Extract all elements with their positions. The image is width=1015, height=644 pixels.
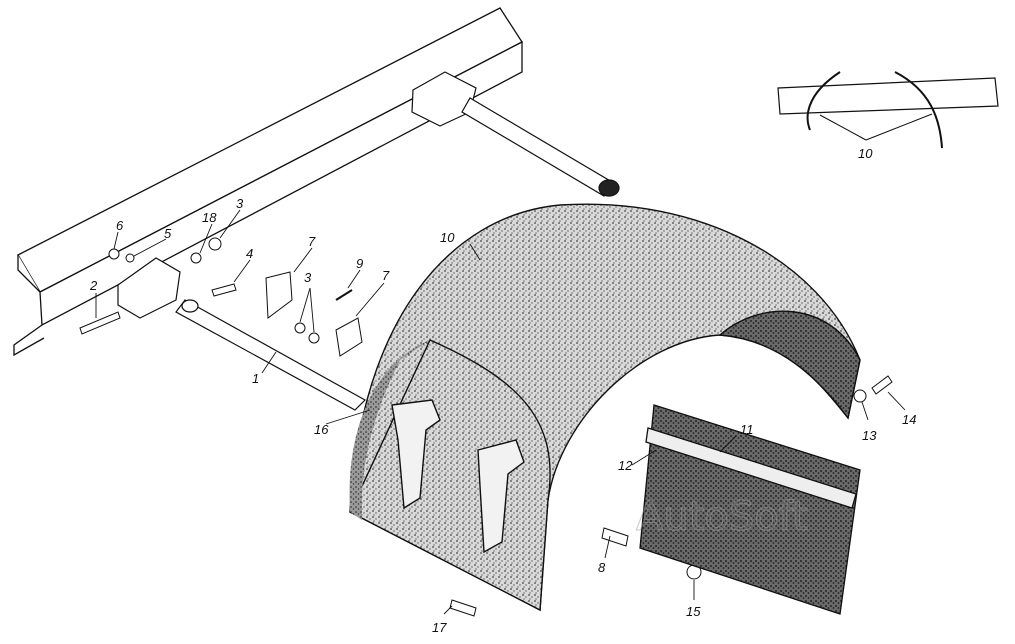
mudflap	[639, 404, 861, 615]
callout-12: 12	[618, 458, 633, 473]
callout-18: 18	[202, 210, 217, 225]
clamp-7-right	[335, 317, 363, 357]
frame-rail	[13, 7, 523, 357]
bolt-17	[449, 599, 477, 617]
callout-5: 5	[164, 226, 172, 241]
lower-bracket-and-tube	[117, 257, 366, 411]
bolt-8	[601, 527, 629, 547]
bolt-2	[79, 311, 121, 335]
callout-7-right: 7	[382, 268, 390, 283]
callout-2: 2	[89, 278, 98, 293]
callout-16: 16	[314, 422, 329, 437]
callout-17: 17	[432, 620, 447, 635]
callout-13: 13	[862, 428, 877, 443]
washer-13	[853, 389, 867, 403]
bolt-4	[211, 283, 237, 297]
callout-14: 14	[902, 412, 916, 427]
watermark: AutoSoft	[636, 494, 808, 540]
callout-3-mid: 3	[304, 270, 312, 285]
nut-3-b	[308, 332, 320, 344]
callout-line-10a-right	[865, 113, 933, 141]
cotter-9	[335, 289, 353, 301]
inset-detail	[777, 71, 999, 149]
callout-labels: 1 2 3 3 4 5 6 7 7 8 9 10 10 11 12 13 14 …	[89, 146, 916, 635]
callout-3-top: 3	[236, 196, 244, 211]
mudguard	[349, 203, 861, 612]
callout-9: 9	[356, 256, 363, 271]
clamp-7-left	[265, 271, 293, 319]
callout-6: 6	[116, 218, 124, 233]
nut-18	[190, 252, 202, 264]
callout-11: 11	[740, 422, 754, 437]
nut-6	[108, 248, 120, 260]
callout-1: 1	[252, 371, 259, 386]
callout-15: 15	[686, 604, 701, 619]
washer-5	[125, 253, 135, 263]
bolt-14	[871, 375, 893, 395]
nut-3-a	[294, 322, 306, 334]
callout-10-inset: 10	[858, 146, 873, 161]
nut-3-top	[208, 237, 222, 251]
callout-leaders	[95, 209, 906, 615]
upper-bracket-and-tube	[411, 71, 620, 197]
callout-line-10a-left	[819, 114, 867, 141]
callout-8: 8	[598, 560, 606, 575]
callout-4: 4	[246, 246, 253, 261]
callout-10-main: 10	[440, 230, 455, 245]
callout-7-left: 7	[308, 234, 316, 249]
